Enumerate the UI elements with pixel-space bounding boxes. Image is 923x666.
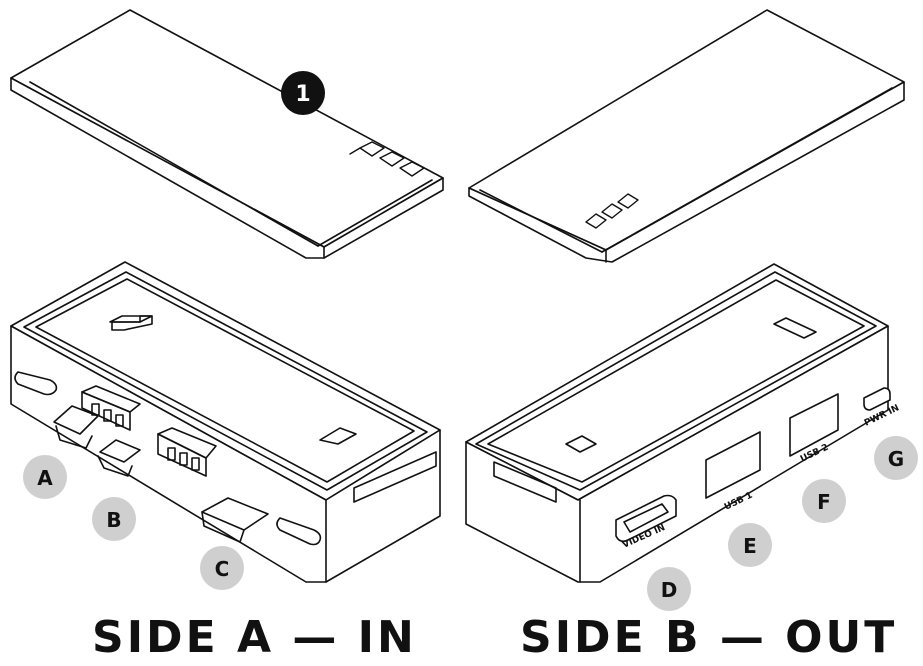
badge-b: B xyxy=(92,497,136,541)
svg-text:A: A xyxy=(37,466,53,490)
svg-text:E: E xyxy=(743,534,757,558)
badge-e: E xyxy=(728,523,772,567)
svg-text:F: F xyxy=(817,490,831,514)
pod-logo xyxy=(349,141,425,177)
title-side-a: SIDE A — IN xyxy=(92,612,417,663)
callout-1: 1 xyxy=(281,71,325,115)
svg-text:G: G xyxy=(888,447,904,471)
badge-c: C xyxy=(200,546,244,590)
badge-d: D xyxy=(647,567,691,611)
badge-a: A xyxy=(23,455,67,499)
lid-side-a xyxy=(10,9,444,259)
svg-text:D: D xyxy=(661,578,678,602)
badge-g: G xyxy=(874,436,918,480)
svg-text:C: C xyxy=(215,557,230,581)
base-side-a xyxy=(10,261,441,583)
pod-logo xyxy=(585,193,639,229)
badge-f: F xyxy=(802,479,846,523)
base-side-b xyxy=(465,263,891,583)
callout-number: 1 xyxy=(295,82,310,107)
svg-text:B: B xyxy=(106,508,121,532)
lid-side-b xyxy=(468,9,905,263)
title-side-b: SIDE B — OUT xyxy=(520,612,898,663)
